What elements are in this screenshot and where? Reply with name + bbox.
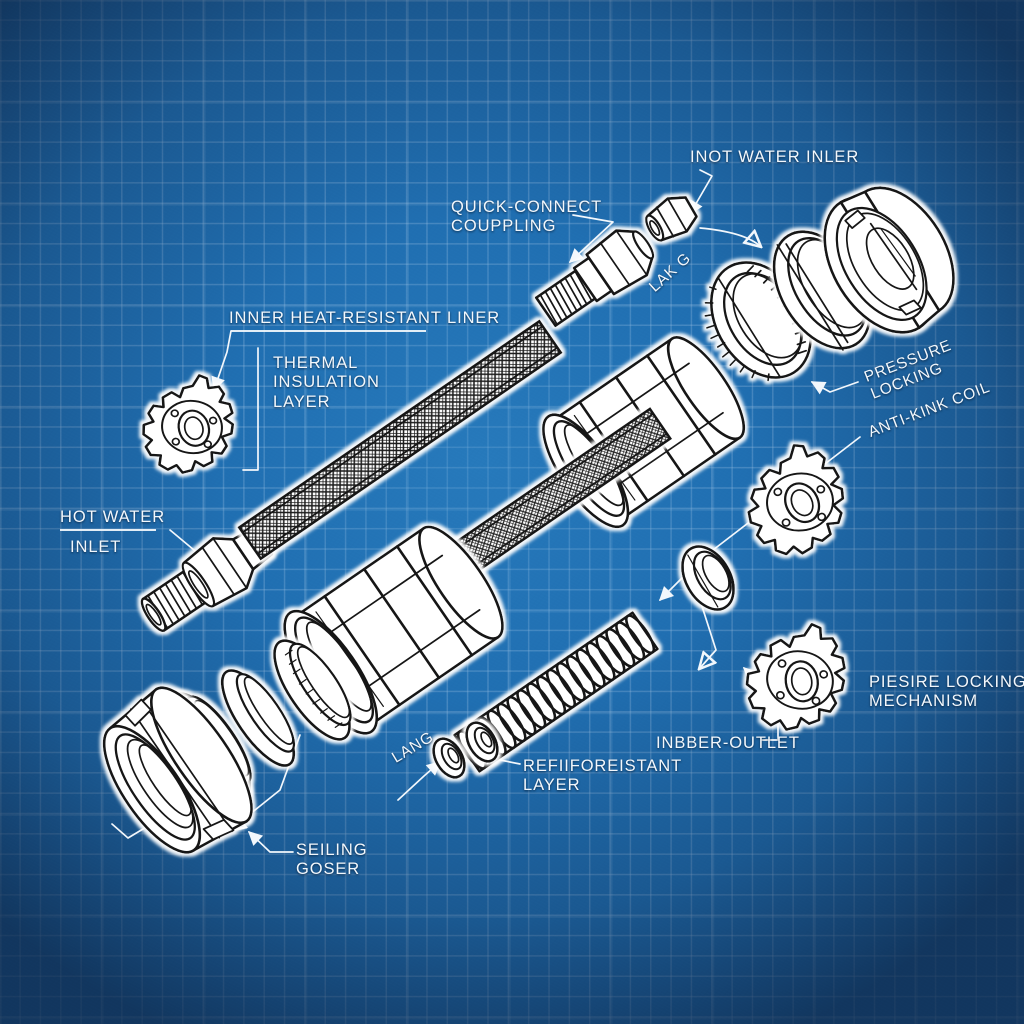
label-pressure-locking-mechanism: PIESIRE LOCKING MECHANISM bbox=[869, 673, 1024, 711]
part-coupling-body-lower bbox=[283, 525, 504, 735]
part-sealing-ring-3 bbox=[273, 639, 352, 741]
label-thermal-insulation-layer: THERMAL INSULATION LAYER bbox=[273, 354, 380, 411]
leader-sealing-gasket bbox=[247, 831, 294, 853]
part-flanged-locking-housing bbox=[823, 186, 955, 334]
label-inner-heat-resistant-liner: INNER HEAT-RESISTANT LINER bbox=[229, 309, 501, 327]
leader-hot-water-inlet-top bbox=[689, 169, 713, 216]
leader-quick-connect bbox=[568, 214, 614, 263]
part-gear-right-lower bbox=[745, 623, 846, 731]
part-hex-nut-inlet bbox=[645, 196, 698, 242]
part-sealing-ring-2 bbox=[220, 669, 296, 767]
leader-spring-callout bbox=[700, 599, 716, 668]
label-reinforced-layer: REFIIFOREISTANT LAYER bbox=[523, 757, 683, 795]
leader-thermal-insulation bbox=[242, 347, 259, 471]
part-quick-connect-hose-end bbox=[534, 229, 655, 328]
part-washer-b bbox=[465, 721, 499, 763]
part-sealing-gasket-housing bbox=[102, 686, 253, 854]
part-anti-kink-coil-spring bbox=[453, 611, 659, 773]
leader-hex-nut-to-housing bbox=[699, 227, 760, 246]
underline-inner-heat-resistant-liner-rule bbox=[231, 330, 426, 332]
underline-hot-water-inlet-rule bbox=[60, 529, 156, 531]
label-sealing-gasket: SEILING GOSER bbox=[296, 841, 368, 879]
part-washer-a bbox=[432, 737, 466, 779]
label-rubber-outlet: INBBER-OUTLET bbox=[656, 734, 800, 752]
label-hot-water-inlet-top: INOT WATER INLER bbox=[690, 148, 860, 166]
label-quick-connect-coupling: QUICK-CONNECT COUPPLING bbox=[451, 198, 603, 236]
part-gear-left bbox=[142, 374, 235, 474]
leader-lang-washer bbox=[397, 761, 442, 801]
label-hot-water-inlet-left: HOT WATER bbox=[60, 508, 166, 526]
leader-pressure-locking bbox=[810, 381, 859, 395]
leader-inner-liner bbox=[211, 330, 232, 392]
part-gear-right-upper bbox=[747, 444, 845, 556]
label-inlet-left: INLET bbox=[70, 538, 122, 556]
part-hose-upper bbox=[237, 319, 563, 561]
part-bearing-ring bbox=[681, 545, 735, 611]
